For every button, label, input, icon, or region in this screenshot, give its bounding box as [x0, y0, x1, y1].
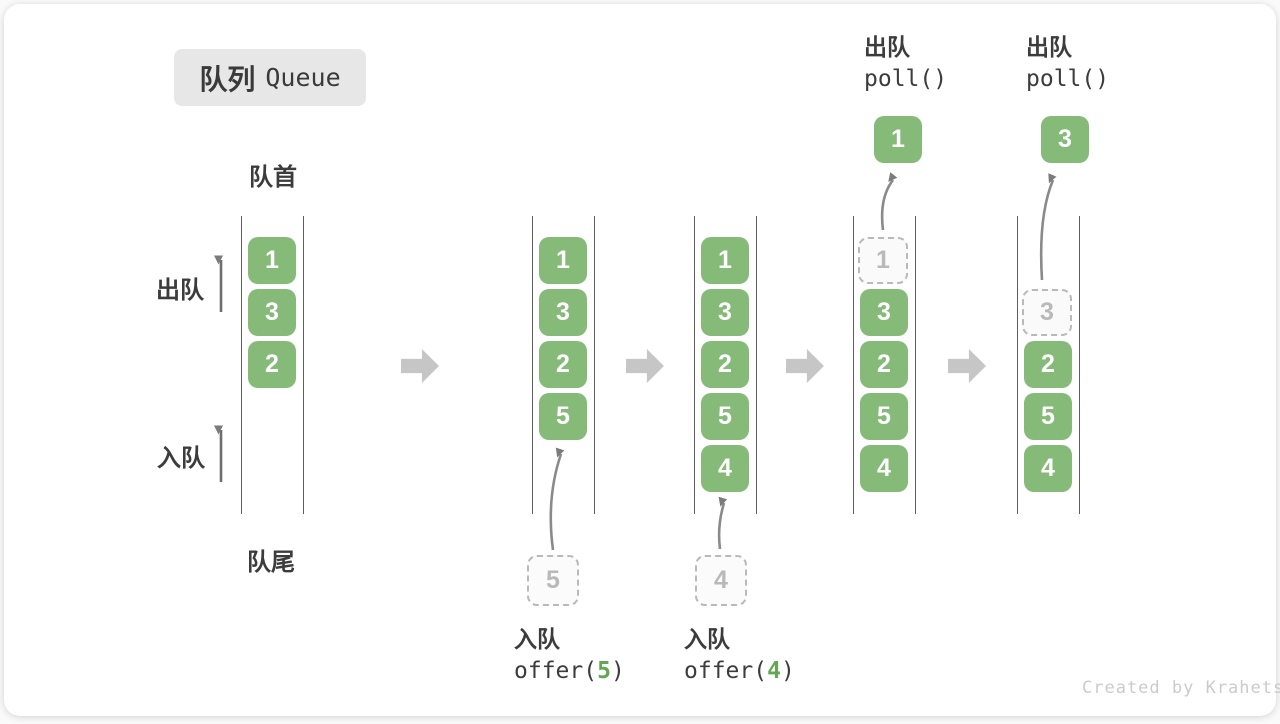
queue-element-dashed: 3: [1022, 289, 1072, 336]
queue-element-solid: 4: [701, 445, 749, 492]
enqueue-op-label: 入队: [514, 626, 560, 652]
state-transition-arrow-icon: [786, 349, 824, 383]
state-transition-arrow-icon: [948, 349, 986, 383]
state-transition-arrow-icon: [626, 349, 664, 383]
queue-element-solid: 5: [701, 393, 749, 440]
queue-element-solid: 4: [860, 445, 908, 492]
dequeue-op-label: 出队: [1026, 34, 1072, 60]
queue-element-solid: 3: [539, 289, 587, 336]
queue-state-2: 1 3 2 5: [532, 216, 595, 514]
offer-code-text: offer(5): [514, 654, 625, 688]
queue-state-3: 1 3 2 5 4: [694, 216, 757, 514]
queue-element-solid: 2: [701, 341, 749, 388]
title-english: Queue: [265, 63, 341, 92]
code-open: offer(: [684, 658, 768, 684]
pending-enqueue-element-box: 4: [695, 555, 747, 606]
queue-element-dashed: 1: [858, 237, 908, 284]
queue-element-solid: 5: [860, 393, 908, 440]
queue-element-solid: 1: [248, 237, 296, 284]
offer-argument: 4: [767, 658, 781, 684]
title-chinese: 队列: [199, 63, 256, 95]
poll-code-text: poll(): [864, 66, 948, 92]
queue-element-solid: 1: [701, 237, 749, 284]
code-open: offer(: [514, 658, 598, 684]
enqueue-direction-label: 入队: [157, 445, 205, 472]
queue-element-solid: 4: [1024, 445, 1072, 492]
state-transition-arrow-icon: [401, 349, 439, 383]
queue-element-solid: 3: [860, 289, 908, 336]
queue-element-solid: 3: [701, 289, 749, 336]
queue-rear-label: 队尾: [247, 549, 295, 576]
queue-element-solid: 1: [539, 237, 587, 284]
queue-element-solid: 2: [248, 341, 296, 388]
polled-element-box: 1: [874, 116, 922, 163]
polled-element-box: 3: [1041, 116, 1089, 163]
code-close: ): [780, 658, 795, 684]
queue-element-solid: 2: [539, 341, 587, 388]
offer-argument: 5: [597, 658, 611, 684]
dequeue-operation-1: 出队 poll(): [864, 32, 947, 96]
queue-state-5: 3 2 5 4: [1017, 216, 1080, 514]
queue-element-solid: 5: [1024, 393, 1072, 440]
diagram-title: 队列 Queue: [174, 49, 366, 106]
queue-element-solid: 2: [1024, 341, 1072, 388]
queue-state-1: 1 3 2: [241, 216, 304, 514]
queue-front-label: 队首: [249, 164, 297, 191]
dequeue-direction-label: 出队: [156, 277, 204, 304]
code-close: ): [610, 658, 625, 684]
queue-element-solid: 2: [860, 341, 908, 388]
watermark-credit: Created by Krahets: [1082, 678, 1280, 698]
queue-state-4: 1 3 2 5 4: [853, 216, 916, 514]
enqueue-operation-1: 入队 offer(5): [514, 624, 625, 688]
dequeue-operation-2: 出队 poll(): [1026, 32, 1109, 96]
offer-code-text: offer(4): [684, 654, 795, 688]
enqueue-operation-2: 入队 offer(4): [684, 624, 795, 688]
queue-element-solid: 5: [539, 393, 587, 440]
pending-enqueue-element-box: 5: [527, 555, 579, 606]
poll-code-text: poll(): [1026, 66, 1110, 92]
diagram-card: 队列 Queue 队首 队尾 出队 入队 1 3 2 1 3 2 5 1 3 2 5 4 1 3 2 5…: [4, 4, 1280, 716]
dequeue-op-label: 出队: [864, 34, 910, 60]
queue-element-solid: 3: [248, 289, 296, 336]
enqueue-op-label: 入队: [684, 626, 730, 652]
